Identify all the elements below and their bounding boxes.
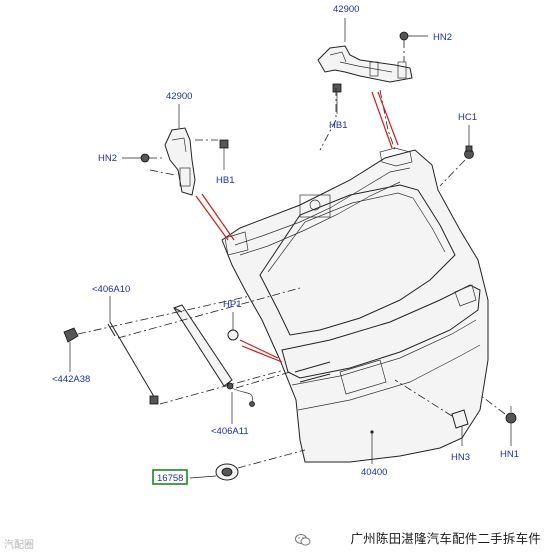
label-40400: 40400 <box>361 467 387 478</box>
highlight-box-16758 <box>152 469 188 485</box>
label-hn3: HN3 <box>451 452 470 463</box>
label-42900-left: 42900 <box>166 91 192 102</box>
label-406a10: <406A10 <box>92 284 130 295</box>
bolt-hn2-left <box>122 153 150 163</box>
buffer-hc1 <box>439 125 474 187</box>
label-hc1: HC1 <box>458 112 477 123</box>
hinge-top-right <box>317 45 413 83</box>
watermark-logo: 汽配圈 <box>4 540 34 551</box>
label-hb1-left: HB1 <box>216 175 234 186</box>
label-hb1-top: HB1 <box>329 120 347 131</box>
label-hn2-left: HN2 <box>98 153 117 164</box>
bolt-hn2-top <box>399 31 428 41</box>
part-16758 <box>189 449 306 481</box>
leader-40400 <box>370 430 374 464</box>
label-16758: 16758 <box>157 473 183 484</box>
cap-hp1 <box>227 312 239 341</box>
bolt-hb1-top <box>332 83 342 114</box>
label-442a38: <442A38 <box>52 374 90 385</box>
label-hn1: HN1 <box>500 449 519 460</box>
label-42900-top: 42900 <box>333 4 359 15</box>
fastener-hn1 <box>479 394 517 446</box>
label-hn2-top: HN2 <box>433 32 452 43</box>
tailgate-assembly <box>221 147 489 463</box>
bolt-hb1-left <box>219 139 229 170</box>
gas-strut-right <box>173 304 255 424</box>
label-hp1: HP1 <box>223 299 241 310</box>
ball-stud-442a38 <box>63 327 79 372</box>
gas-strut-left <box>107 296 159 405</box>
hinge-top-left <box>164 127 196 196</box>
fastener-hn3 <box>394 379 469 446</box>
label-406a11: <406A11 <box>211 426 249 437</box>
watermark-caption: 广州陈田湛隆汽车配件二手拆车件 <box>350 531 541 546</box>
wechat-icon <box>295 534 311 546</box>
